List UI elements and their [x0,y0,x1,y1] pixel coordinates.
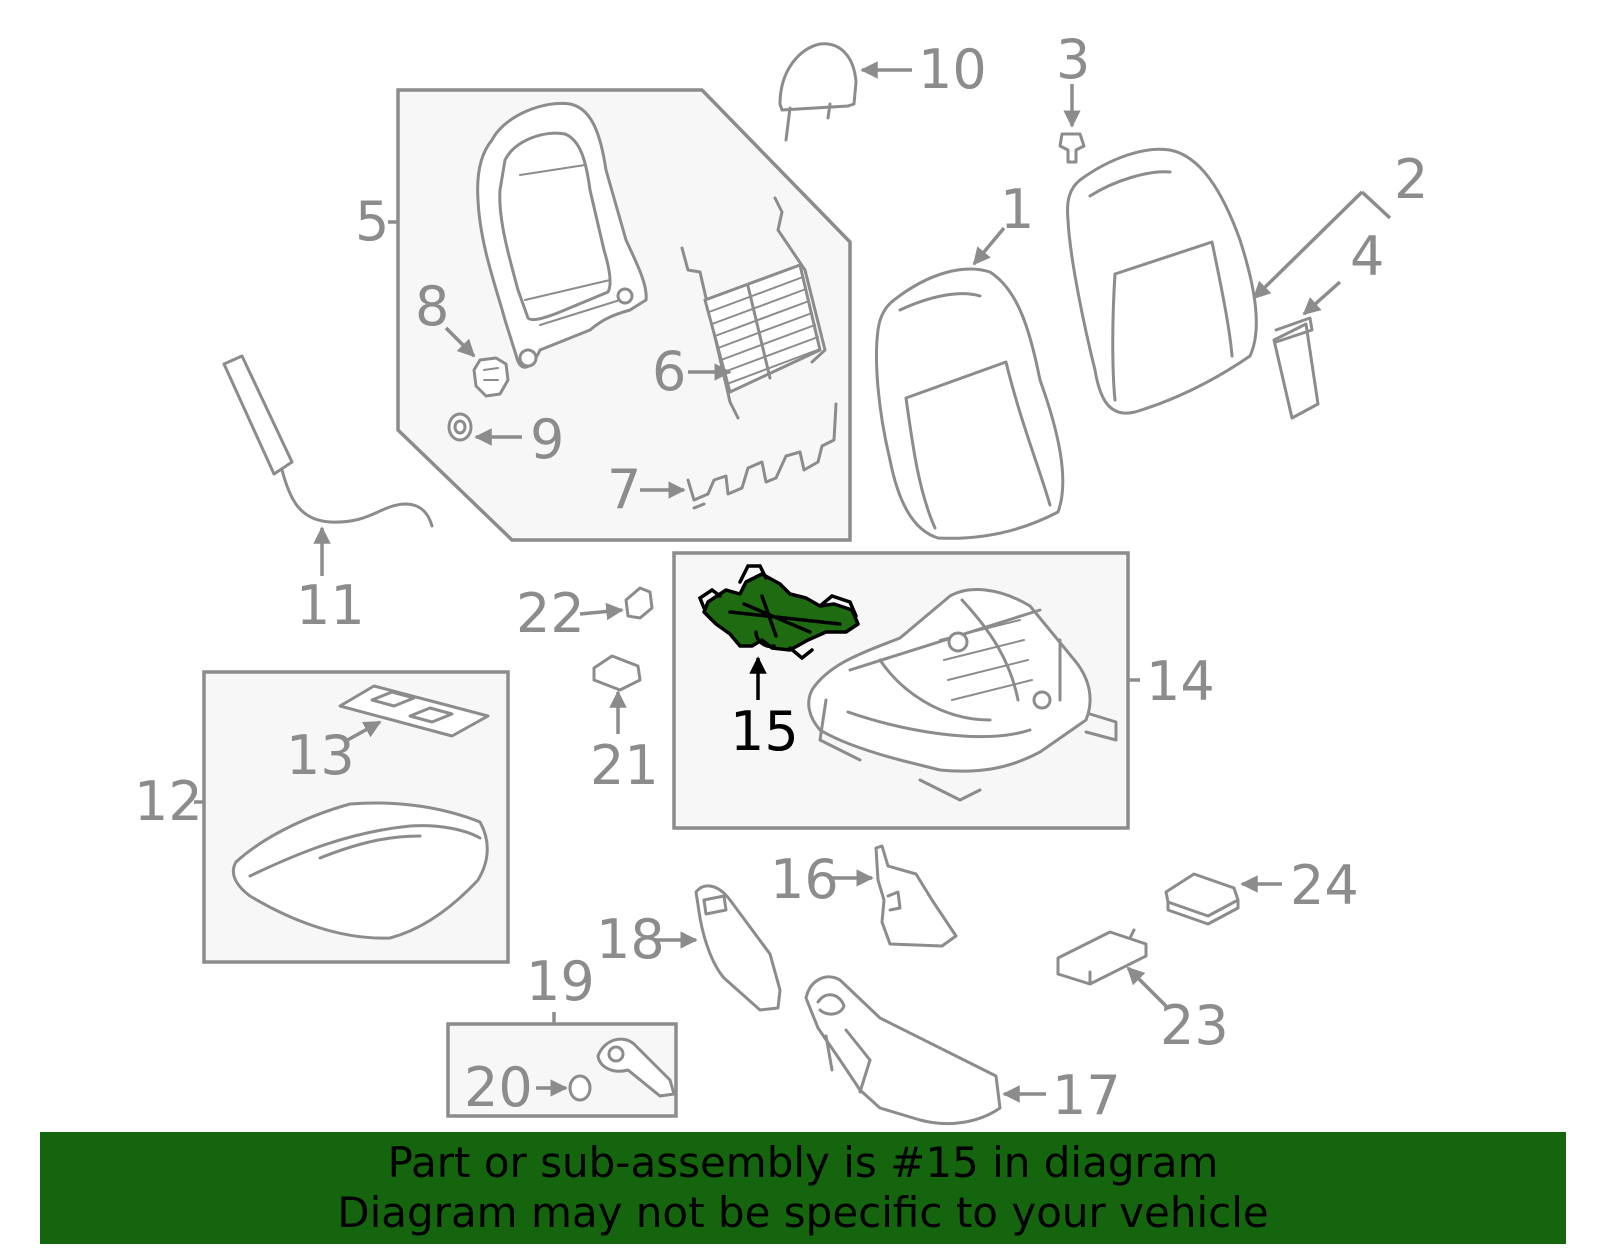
banner-line-part-number: Part or sub-assembly is #15 in diagram [387,1138,1219,1187]
label-3: 3 [1056,28,1090,91]
bushing-9 [447,412,473,442]
seat-cushion-cover [231,801,489,940]
label-22: 22 [516,582,585,645]
seat-back-frame [476,101,648,369]
leader-2-bracket [1360,190,1392,220]
label-18: 18 [596,908,665,971]
label-4: 4 [1350,225,1384,288]
label-11: 11 [296,574,365,637]
leader-13 [343,720,382,744]
leader-23 [1126,966,1168,1008]
leader-22 [579,602,624,621]
label-14: 14 [1146,650,1215,713]
label-7: 7 [607,458,641,521]
headrest-10 [778,42,858,142]
leader-2 [1252,190,1364,300]
label-5: 5 [355,190,389,253]
panel-4 [1272,316,1320,420]
module-23 [1056,928,1148,986]
label-19: 19 [526,950,595,1013]
side-cover-17 [804,975,1002,1126]
bracket-22 [624,586,654,620]
label-1: 1 [1000,178,1034,241]
clip-21 [592,654,642,692]
seat-back-spring-panel [680,196,827,420]
label-2: 2 [1394,148,1428,211]
label-10: 10 [918,38,987,101]
cap-20 [568,1074,592,1102]
label-23: 23 [1160,994,1229,1057]
label-16: 16 [770,848,839,911]
side-airbag-11 [222,354,434,528]
recliner-lever [596,1037,676,1098]
seat-adjuster-15-highlighted [697,564,860,661]
leader-4 [1302,280,1342,316]
clip-3 [1058,132,1086,164]
recliner-8 [472,356,510,398]
heater-mat-13 [338,684,490,738]
label-20: 20 [464,1056,533,1119]
label-21: 21 [590,734,659,797]
banner-line-disclaimer: Diagram may not be specific to your vehi… [337,1188,1269,1237]
label-6: 6 [652,340,686,403]
info-banner: Part or sub-assembly is #15 in diagram D… [40,1132,1566,1244]
label-8: 8 [415,275,449,338]
leader-8 [444,326,476,358]
seat-back-rear-2 [1066,147,1258,415]
label-24: 24 [1290,854,1359,917]
label-15: 15 [730,700,799,763]
wire-7 [686,402,838,510]
module-24 [1164,872,1240,926]
seat-frame-14 [807,588,1118,802]
label-12: 12 [134,770,203,833]
label-9: 9 [530,408,564,471]
label-13: 13 [286,724,355,787]
bracket-16 [874,844,958,948]
side-cover-18 [694,884,782,1012]
label-17: 17 [1052,1064,1121,1127]
leader-1 [972,226,1006,266]
seat-back-cover-1 [875,267,1065,540]
